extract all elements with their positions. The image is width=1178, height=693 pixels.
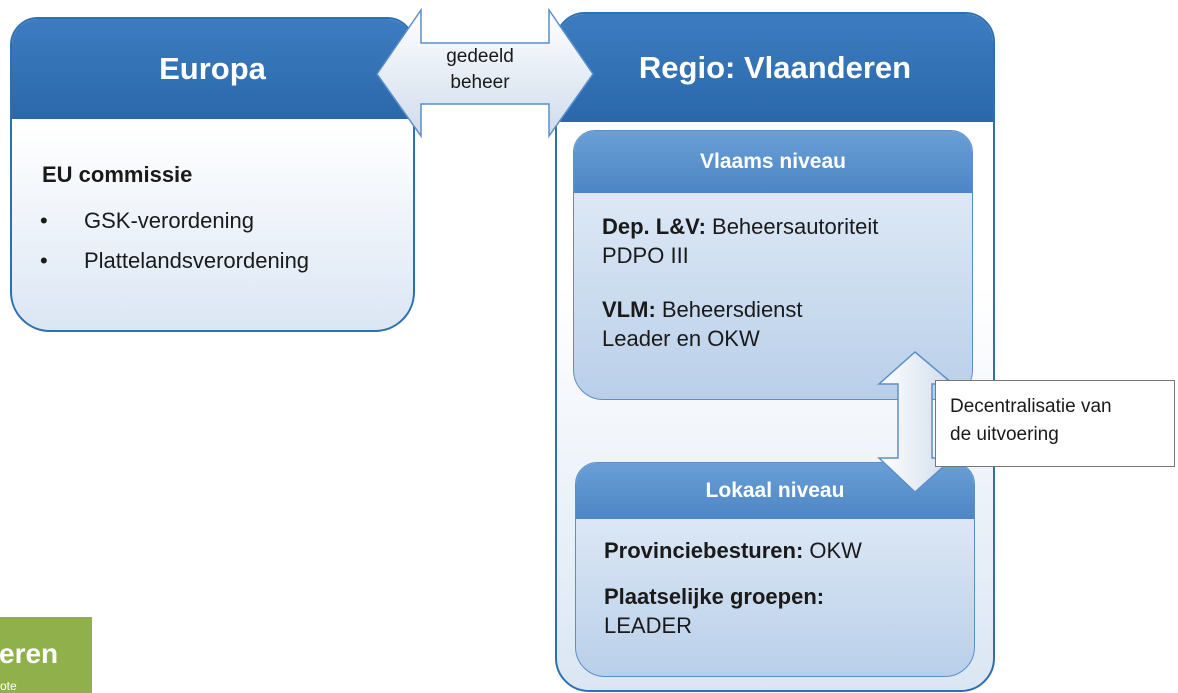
dep-lv-entry: Dep. L&V: Beheersautoriteit PDPO III: [602, 213, 972, 270]
bullet-text: GSK-verordening: [84, 208, 254, 233]
bullet-item-1: • GSK-verordening: [40, 207, 254, 236]
vlm-entry: VLM: Beheersdienst Leader en OKW: [602, 296, 972, 353]
europa-title: Europa: [12, 19, 413, 119]
dep-lv-text-2: PDPO III: [602, 242, 689, 268]
plaatselijke-groepen-label: Plaatselijke groepen:: [604, 584, 825, 609]
vlaams-niveau-title: Vlaams niveau: [574, 131, 972, 193]
eu-commissie-heading: EU commissie: [42, 162, 193, 187]
provinciebesturen-label: Provinciebesturen:: [604, 538, 804, 563]
shared-management-arrow: [376, 7, 594, 139]
dep-lv-text: Beheersautoriteit: [705, 214, 879, 239]
logo-text: eren: [0, 638, 59, 669]
europa-panel: Europa EU commissie • GSK-verordening • …: [10, 17, 415, 332]
bullet-text: Plattelandsverordening: [84, 248, 310, 273]
callout-line-1: Decentralisatie van: [950, 396, 1112, 417]
plaatselijke-groepen-entry: Plaatselijke groepen: LEADER: [604, 583, 974, 640]
regio-title: Regio: Vlaanderen: [557, 14, 993, 122]
dep-lv-label: Dep. L&V:: [602, 214, 706, 239]
vlaams-niveau-panel: Vlaams niveau Dep. L&V: Beheersautoritei…: [573, 130, 973, 400]
bullet-dot: •: [40, 248, 48, 273]
shared-management-label: gedeeld beheer: [425, 44, 535, 96]
plaatselijke-groepen-text: LEADER: [604, 612, 693, 638]
vlm-text: Beheersdienst: [655, 297, 803, 322]
bullet-item-2: • Plattelandsverordening: [40, 247, 309, 276]
shared-management-line-2: beheer: [450, 72, 510, 94]
vlaanderen-logo: eren ote: [0, 617, 92, 693]
provinciebesturen-entry: Provinciebesturen: OKW: [604, 537, 974, 566]
shared-management-line-1: gedeeld: [446, 46, 514, 67]
lokaal-niveau-panel: Lokaal niveau Provinciebesturen: OKW Pla…: [575, 462, 975, 677]
vlm-text-2: Leader en OKW: [602, 325, 760, 351]
logo-subtext: ote: [0, 679, 17, 693]
provinciebesturen-text: OKW: [803, 538, 862, 563]
vlm-label: VLM:: [602, 297, 656, 322]
decentralisation-callout: Decentralisatie van de uitvoering: [935, 380, 1175, 467]
callout-line-2: de uitvoering: [950, 423, 1059, 445]
bullet-dot: •: [40, 208, 48, 233]
